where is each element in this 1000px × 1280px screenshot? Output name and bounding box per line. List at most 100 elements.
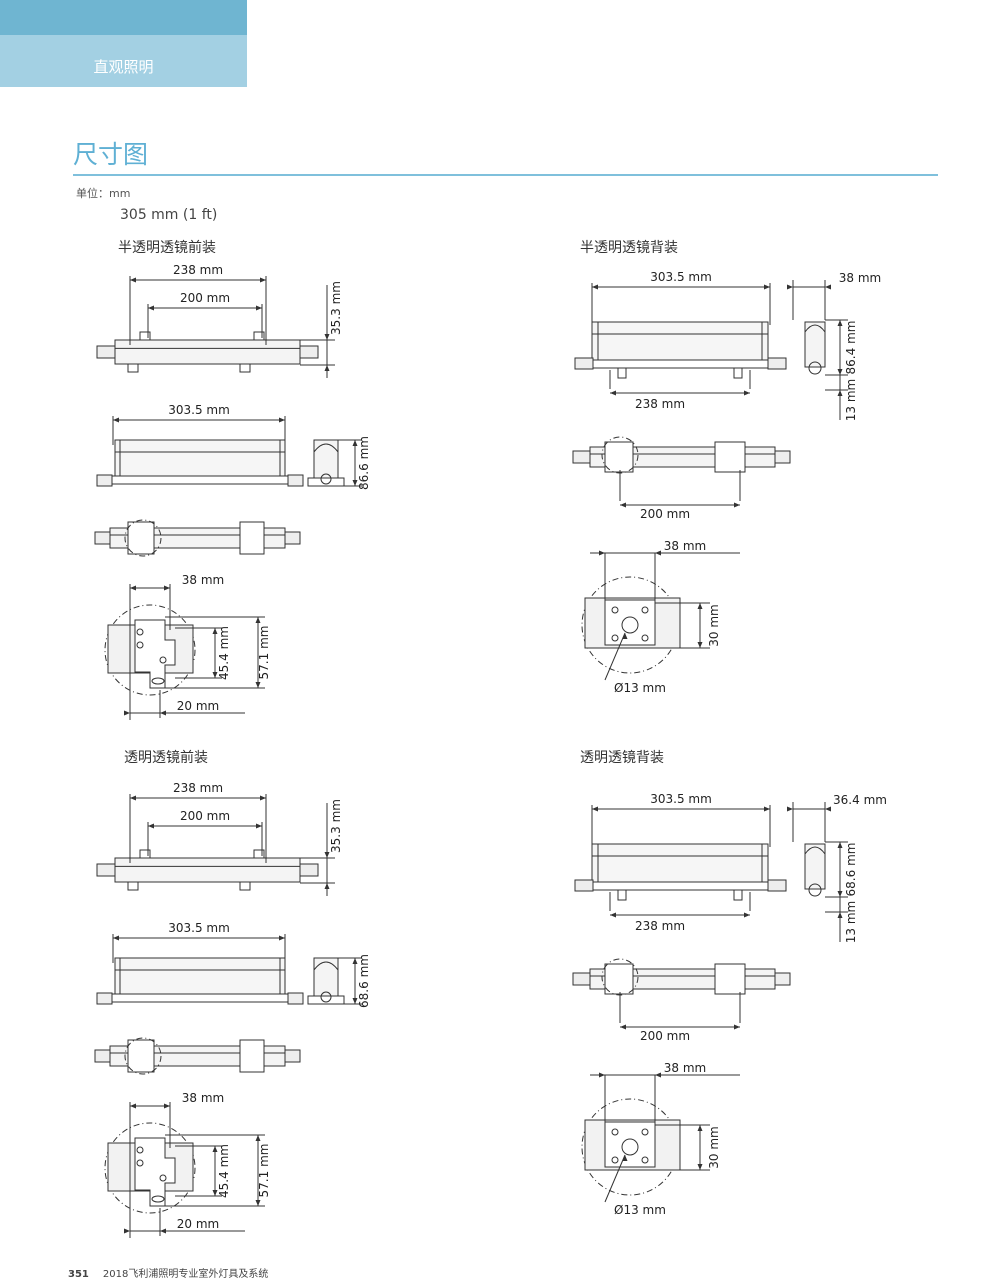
connector-right xyxy=(767,879,787,892)
category-label: 直观照明 xyxy=(93,57,154,76)
dimension-label: 57.1 mm xyxy=(257,626,271,680)
dimension-label: 68.6 mm xyxy=(357,954,371,1008)
mounting-rail xyxy=(109,993,291,1003)
dimension-label: Ø13 mm xyxy=(614,681,666,695)
mounting-hole xyxy=(611,1156,619,1164)
dimension-label: 20 mm xyxy=(177,1217,219,1231)
dimension-label: 303.5 mm xyxy=(650,270,712,284)
mounting-foot xyxy=(733,367,743,379)
detail-circle xyxy=(104,1122,196,1214)
dimension-arrow xyxy=(837,320,843,326)
dimension-label: 36.4 mm xyxy=(833,793,887,807)
connector-left xyxy=(574,879,594,892)
luminaire-top-view xyxy=(114,339,301,365)
end-view-base xyxy=(307,477,345,487)
end-view-cap xyxy=(804,324,826,333)
mounting-bracket xyxy=(714,441,746,473)
end-view-base xyxy=(307,995,345,1005)
slot-hole xyxy=(151,1195,165,1203)
dimension-label: 38 mm xyxy=(664,1061,706,1075)
dimension-arrow xyxy=(324,883,330,889)
dimension-label: 38 mm xyxy=(839,271,881,285)
end-view xyxy=(313,439,339,479)
mounting-hole xyxy=(136,628,144,636)
mounting-hole xyxy=(641,606,649,614)
luminaire-side-view xyxy=(114,957,286,997)
connector-right xyxy=(287,992,304,1005)
luminaire-side-view xyxy=(591,321,769,363)
dimension-arrow xyxy=(160,1228,166,1234)
end-view-connector xyxy=(320,991,332,1003)
mounting-foot xyxy=(617,367,627,379)
dimension-label: 303.5 mm xyxy=(168,403,230,417)
dimension-arrow xyxy=(260,277,266,283)
dimension-arrow xyxy=(787,284,793,290)
dimension-arrow xyxy=(113,417,119,423)
dimension-arrow xyxy=(124,710,130,716)
mounting-foot xyxy=(239,363,251,373)
section-title: 半透明透镜背装 xyxy=(580,240,678,256)
dimension-label: 20 mm xyxy=(177,699,219,713)
connector-left xyxy=(96,345,116,359)
leader-line xyxy=(604,1154,626,1203)
dimension-label: 86.6 mm xyxy=(357,436,371,490)
unit-note: 单位：mm xyxy=(76,187,131,200)
mounting-hole xyxy=(159,1174,167,1182)
dimension-label: 238 mm xyxy=(635,397,685,411)
mounting-bracket xyxy=(239,521,265,555)
dimension-label: 45.4 mm xyxy=(217,626,231,680)
dimension-arrow xyxy=(279,417,285,423)
dimension-arrow xyxy=(655,1072,661,1078)
dimension-arrow xyxy=(734,1024,740,1030)
connector-left xyxy=(572,450,591,464)
connector-left xyxy=(96,992,113,1005)
header-band xyxy=(0,0,247,35)
center-hole xyxy=(621,1138,639,1156)
connector-right xyxy=(284,1049,301,1063)
dimension-label: 86.4 mm xyxy=(844,321,858,375)
dimension-arrow xyxy=(164,1103,170,1109)
section-title: 半透明透镜前装 xyxy=(118,240,216,256)
dimension-arrow xyxy=(212,1190,218,1196)
dimension-arrow xyxy=(256,823,262,829)
dimension-arrow xyxy=(255,1135,261,1141)
section-title: 透明透镜背装 xyxy=(580,750,664,766)
dimension-arrow xyxy=(592,806,598,812)
luminaire-top-view xyxy=(114,857,301,883)
dimension-arrow xyxy=(655,550,661,556)
dimension-arrow xyxy=(279,935,285,941)
dimension-arrow xyxy=(592,284,598,290)
detail-marker xyxy=(124,1037,162,1075)
dimension-arrow xyxy=(697,603,703,609)
dimension-arrow xyxy=(837,842,843,848)
end-view-cap xyxy=(804,846,826,855)
luminaire-side-view xyxy=(591,843,769,885)
mounting-hole xyxy=(611,1128,619,1136)
mounting-hole xyxy=(641,1128,649,1136)
center-hole xyxy=(621,616,639,634)
dimension-arrow xyxy=(764,806,770,812)
dimension-arrow xyxy=(734,502,740,508)
dimension-arrow xyxy=(260,795,266,801)
dimension-arrow xyxy=(113,935,119,941)
dimension-arrow xyxy=(130,585,136,591)
mounting-hole xyxy=(136,1146,144,1154)
mounting-rail xyxy=(109,475,291,485)
dimension-arrow xyxy=(825,284,831,290)
mounting-hole xyxy=(611,606,619,614)
dimension-arrow xyxy=(744,912,750,918)
dimension-label: 35.3 mm xyxy=(329,799,343,853)
end-view-connector xyxy=(808,361,822,375)
category-tab: 直观照明 xyxy=(0,35,247,87)
dimension-arrow xyxy=(620,1024,626,1030)
dimension-arrow xyxy=(160,710,166,716)
dimension-arrow xyxy=(697,642,703,648)
dimension-label: 45.4 mm xyxy=(217,1144,231,1198)
mounting-hole xyxy=(136,641,144,649)
page-title: 尺寸图 xyxy=(73,140,149,169)
dimension-arrow xyxy=(212,1146,218,1152)
end-view-connector xyxy=(808,883,822,897)
dimension-arrow xyxy=(744,390,750,396)
dimension-label: 38 mm xyxy=(182,573,224,587)
mounting-foot xyxy=(253,331,265,341)
